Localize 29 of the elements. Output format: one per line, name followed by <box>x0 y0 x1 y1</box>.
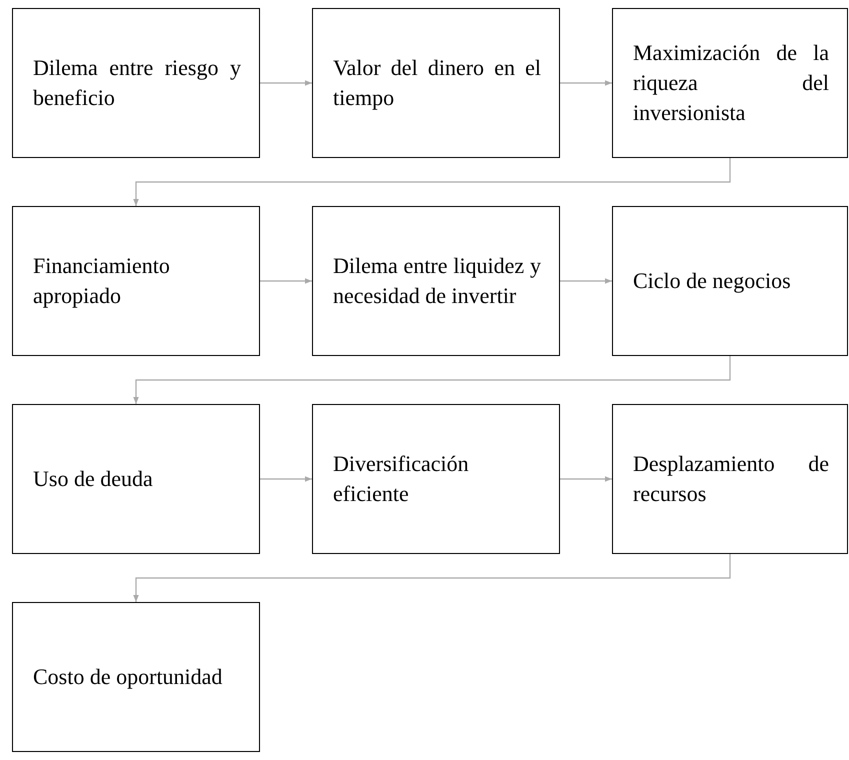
arrow <box>560 80 612 86</box>
box-label: Valor del dinero en el tiempo <box>333 54 541 112</box>
process-box <box>12 602 260 752</box>
process-box <box>12 8 260 158</box>
process-box <box>612 8 848 158</box>
box-label: Financiamiento apropiado <box>33 252 171 310</box>
box-label: Ciclo de negocios <box>633 267 792 295</box>
box-label: Desplazamiento de recursos <box>633 450 829 508</box>
box-label: Dilema entre riesgo y beneficio <box>33 54 241 112</box>
process-box <box>312 8 560 158</box>
process-box <box>12 404 260 554</box>
box-label: Maximización de la riqueza del inversionista <box>633 39 829 127</box>
box-label: Uso de deuda <box>33 465 154 493</box>
box-label: Costo de oportunidad <box>33 663 224 691</box>
arrow <box>133 356 731 404</box>
arrow <box>133 554 731 602</box>
process-box <box>612 404 848 554</box>
process-box <box>312 206 560 356</box>
box-label: Dilema entre liquidez y necesidad de invertir <box>333 252 541 310</box>
arrow <box>560 476 612 482</box>
arrow <box>260 476 312 482</box>
process-box <box>12 206 260 356</box>
process-box <box>612 206 848 356</box>
arrow <box>560 278 612 284</box>
box-label: Diversificación eficiente <box>333 450 470 508</box>
arrow <box>133 158 731 206</box>
process-box <box>312 404 560 554</box>
arrow <box>260 80 312 86</box>
arrow <box>260 278 312 284</box>
